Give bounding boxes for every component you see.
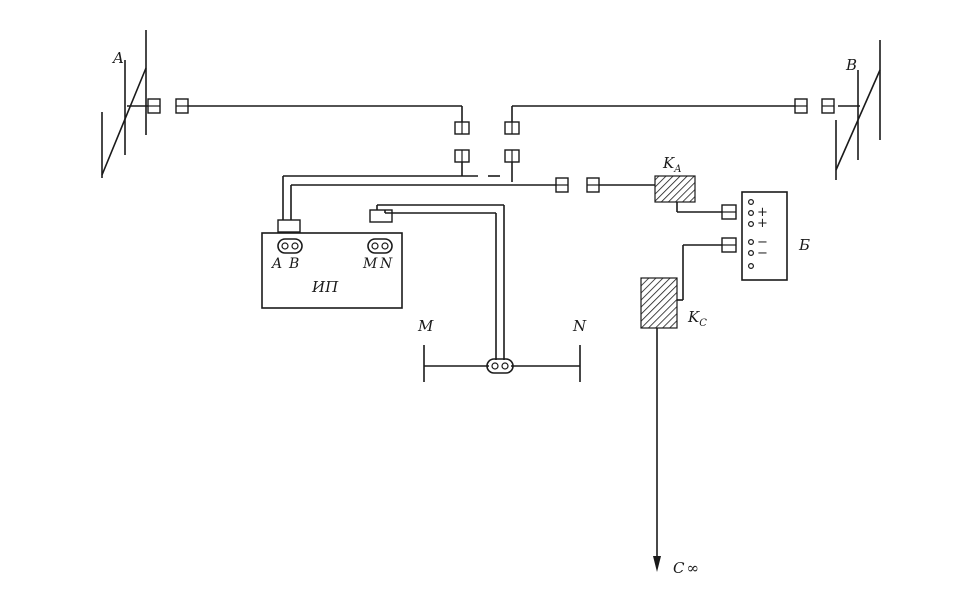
c-infinity-label: C∞ [673,559,699,577]
battery [741,191,788,281]
arrow-down-icon [653,556,661,572]
terminal-a-label: A [270,256,282,272]
connector-battery-plus [721,204,737,220]
terminal-b-label: B [288,256,299,272]
electrode-b [835,40,881,180]
electrode-m-label: M [417,317,434,335]
instrument-connector-mn [367,209,393,254]
instrument-box [261,232,403,309]
electrode-n-label: N [572,317,587,335]
instrument-connector-ab [277,219,303,254]
connector-center-a-1 [454,121,470,135]
connector-ab-2 [586,177,600,193]
connector-b-1 [821,98,835,114]
battery-minus-2: − [757,246,768,261]
electrode-a [101,30,147,178]
connector-b-2 [794,98,808,114]
battery-label: Б [798,236,810,254]
coil-kc [640,277,678,329]
battery-plus-1: + [757,205,768,220]
battery-minus-1: − [757,235,768,250]
connector-center-b-2 [504,149,520,163]
electrode-b-label: B [845,56,857,74]
electrodes-mn [423,345,581,382]
connector-ab-1 [555,177,569,193]
coil-ka [654,175,696,203]
coil-ka-label: KA [662,154,681,175]
coil-kc-label: KC [687,308,707,329]
connector-battery-minus [721,237,737,253]
connector-center-a-2 [454,149,470,163]
connector-a-1 [147,98,161,114]
instrument-label: ИП [311,278,339,296]
battery-plus-2: + [757,216,768,231]
electrode-a-label: A [111,49,124,67]
terminal-m-label: M [362,256,378,272]
connector-a-2 [175,98,189,114]
connector-center-b-1 [504,121,520,135]
cable-mn [376,204,505,360]
cable-ab [282,175,556,220]
terminal-n-label: N [379,256,393,272]
